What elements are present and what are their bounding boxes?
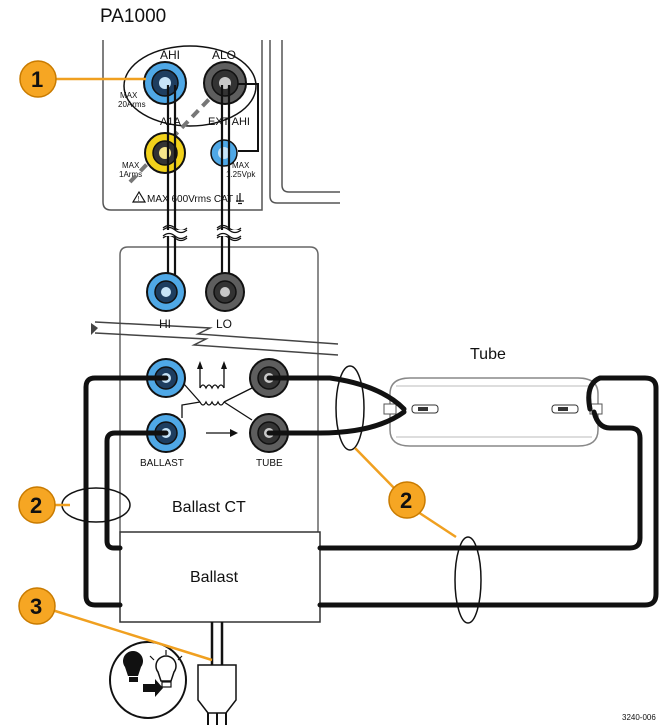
- ballast-box: [119, 531, 321, 623]
- callout-2-right-leader-down: [417, 510, 457, 539]
- ballast-label: Ballast: [190, 569, 239, 586]
- terminal-label-a-lo: ALO: [212, 48, 236, 62]
- ct-lo-label: LO: [216, 317, 232, 331]
- callout-3-leader: [51, 608, 213, 662]
- callout-2-right: 2: [388, 481, 426, 519]
- callout-3: 3: [18, 587, 56, 625]
- ground-icon: [236, 193, 244, 205]
- callout-2-left-number: 2: [30, 493, 42, 518]
- ct-lo-jack[interactable]: [205, 272, 245, 312]
- max-20a-line2: 20Arms: [118, 100, 146, 109]
- a-hi-jack[interactable]: [143, 61, 187, 105]
- cable-tube-return: [317, 409, 643, 551]
- ct-tube-label: TUBE: [256, 458, 283, 469]
- max-ext-line1: MAX: [232, 161, 250, 170]
- max-20a-line1: MAX: [120, 91, 138, 100]
- terminal-label-a-hi: AHI: [160, 48, 180, 62]
- power-plug: [197, 664, 237, 725]
- callout-2-right-leader-up: [354, 447, 397, 491]
- cable-ballast-inner: [104, 430, 169, 551]
- fluorescent-tube: [383, 377, 603, 447]
- tube-label: Tube: [470, 346, 506, 363]
- bulb-replace-icon: [109, 641, 187, 719]
- break-line-lower: [94, 332, 339, 356]
- callout-1: 1: [19, 60, 57, 98]
- cable-tube-far-end: [317, 375, 659, 608]
- cable-ballast-outer: [83, 375, 169, 608]
- max-ext-line2: 1.25Vpk: [226, 170, 256, 179]
- cable-ct-to-tube-top: [266, 375, 407, 412]
- ext-shunt-link: [238, 83, 259, 152]
- cat-rating-label: MAX 600Vrms CAT II: [147, 194, 241, 205]
- instrument-title: PA1000: [100, 6, 166, 27]
- callout-3-number: 3: [30, 594, 42, 619]
- terminal-label-a-1a: A1A: [160, 116, 181, 128]
- cable-pair-ring-bottom: [454, 536, 482, 624]
- max-1a-line2: 1Arms: [119, 170, 142, 179]
- max-1a-line1: MAX: [122, 161, 140, 170]
- terminal-highlight-ring: [123, 45, 257, 127]
- ballast-ct-label: Ballast CT: [172, 499, 246, 516]
- callout-2-left: 2: [18, 486, 56, 524]
- ct-hi-label: HI: [159, 317, 171, 331]
- a-1a-jack[interactable]: [144, 132, 186, 174]
- ct-ballast-label: BALLAST: [140, 458, 184, 469]
- cable-ct-to-tube-bottom: [266, 409, 407, 436]
- break-line-upper: [94, 321, 339, 345]
- ct-hi-jack[interactable]: [146, 272, 186, 312]
- callout-1-number: 1: [31, 67, 43, 92]
- callout-2-right-number: 2: [400, 488, 412, 513]
- ext-a-hi-jack[interactable]: [210, 139, 238, 167]
- figure-id: 3240-006: [622, 713, 656, 722]
- svg-text:!: !: [138, 196, 140, 203]
- cable-pair-ring-tube: [335, 365, 365, 451]
- warning-icon: !: [131, 190, 147, 203]
- ct-transformer-symbol: [181, 361, 253, 437]
